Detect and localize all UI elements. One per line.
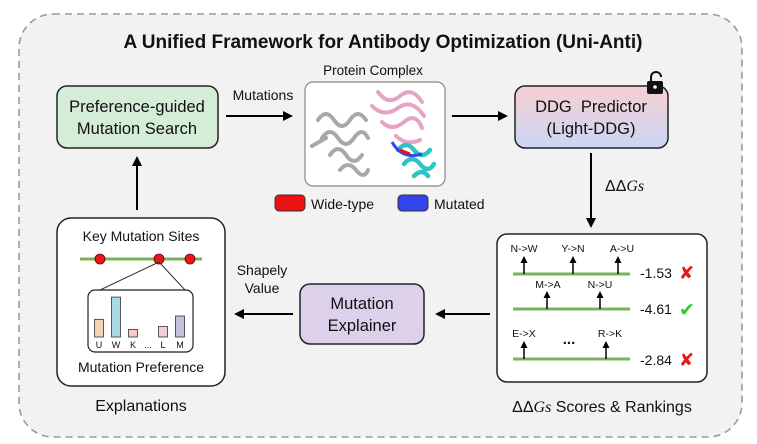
score-ellipsis: ...: [563, 331, 576, 348]
preference-label-2: K: [130, 340, 136, 350]
preference-bar-2: [128, 329, 138, 338]
score-row-2-mutation-1: M->A: [535, 279, 560, 291]
mutation-search-rect: [56, 85, 219, 149]
score-row-1-mutation-1: N->W: [510, 243, 537, 255]
score-row-2-check-icon: ✔: [679, 299, 695, 321]
ddg-predictor-box: DDG Predictor (Light-DDG): [514, 85, 669, 149]
wild-type-label: Wide-type: [311, 196, 374, 212]
cyan-chain: [395, 142, 437, 179]
zoom-lines: [97, 261, 187, 292]
score-row-3-value: -2.84: [640, 352, 672, 368]
key-site-dot-1: [94, 253, 106, 265]
preference-label-4: L: [160, 340, 165, 350]
preference-label-3: ...: [144, 340, 152, 350]
scores-caption: ΔΔGs Scores & Rankings: [512, 399, 692, 416]
pink-chain: [370, 90, 426, 145]
score-row-3-mutation-2: R->K: [598, 328, 622, 340]
protein-complex-image: [304, 81, 446, 187]
score-row-3-cross-icon: ✘: [679, 350, 694, 371]
preference-bar-1: [111, 296, 121, 338]
score-row-2: M->A N->U -4.61 ✔: [513, 279, 695, 321]
grey-chain: [310, 112, 370, 177]
shapely-label-line2: Value: [245, 280, 280, 296]
score-row-2-mutation-2: N->U: [588, 279, 613, 291]
mutated-strand: [390, 141, 423, 157]
preference-bar-4: [175, 315, 185, 338]
key-sites-title: Key Mutation Sites: [83, 228, 200, 244]
protein-complex-title: Protein Complex: [323, 63, 423, 78]
score-row-2-value: -4.61: [640, 301, 672, 317]
mutation-explainer-rect: [299, 283, 425, 345]
score-row-3-mutation-1: E->X: [512, 328, 536, 340]
score-row-1-value: -1.53: [640, 265, 672, 281]
preference-label-5: M: [176, 340, 184, 350]
preference-label-0: U: [96, 340, 103, 350]
preference-bar-0: [94, 318, 104, 338]
score-row-1-cross-icon: ✘: [679, 263, 694, 284]
mutations-label: Mutations: [233, 87, 294, 103]
mutation-explainer-line2: Explainer: [328, 317, 397, 335]
diagram-title: A Unified Framework for Antibody Optimiz…: [124, 32, 643, 53]
score-row-1-mutation-3: A->U: [610, 243, 634, 255]
ddg-predictor-rect: [514, 85, 669, 149]
ddg-predictor-line1: DDG Predictor: [535, 98, 647, 116]
preference-label-1: W: [112, 340, 121, 350]
mutation-explainer-line1: Mutation: [330, 295, 393, 313]
mutation-preference-title: Mutation Preference: [78, 359, 204, 375]
mutation-explainer-box: Mutation Explainer: [299, 283, 425, 345]
scores-panel: N->W Y->N A->U -1.53 ✘ M->A N->U -4.61 ✔…: [496, 233, 708, 383]
wild-strand: [399, 148, 411, 156]
mutated-label: Mutated: [434, 196, 485, 212]
key-site-dot-2: [153, 253, 165, 265]
ddg-predictor-line2: (Light-DDG): [547, 120, 636, 138]
explanations-caption: Explanations: [95, 398, 187, 415]
mutation-search-box: Preference-guided Mutation Search: [56, 85, 219, 149]
key-site-dot-3: [184, 253, 196, 265]
score-row-1: N->W Y->N A->U -1.53 ✘: [510, 243, 694, 284]
mutated-swatch: [397, 194, 429, 212]
mutation-search-line2: Mutation Search: [77, 120, 197, 138]
preference-bar-3: [158, 326, 168, 338]
wild-type-swatch: [274, 194, 306, 212]
score-row-3: E->X R->K -2.84 ✘: [512, 328, 694, 371]
score-row-1-mutation-2: Y->N: [561, 243, 584, 255]
ddg-gs-label: ΔΔGs: [605, 178, 644, 195]
lock-icon: [647, 71, 663, 94]
preference-bars: [94, 296, 185, 338]
mutation-search-line1: Preference-guided: [69, 98, 205, 116]
shapely-label-line1: Shapely: [237, 262, 288, 278]
